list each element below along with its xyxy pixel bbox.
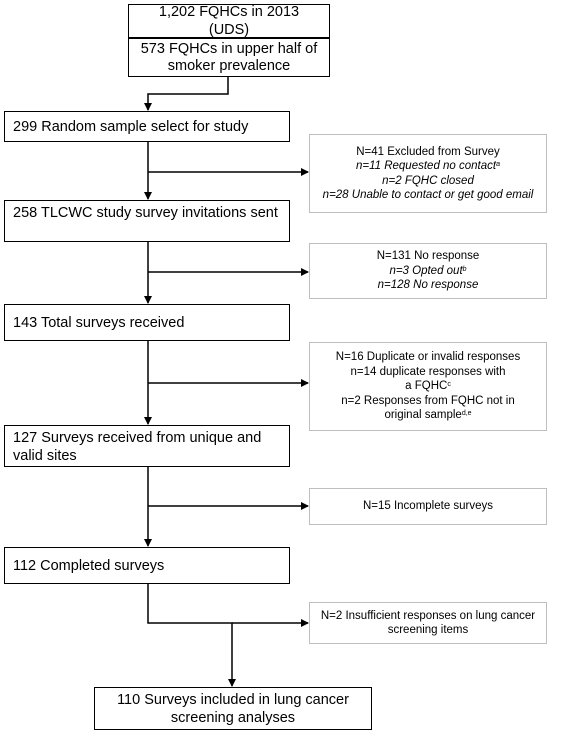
exclusion-16-line-1: n=14 duplicate responses with a FQHCc — [350, 365, 506, 393]
box-1202-fqhcs: 1,202 FQHCs in 2013 (UDS) — [128, 4, 330, 38]
exclusion-16-line-2: n=2 Responses from FQHC not in original … — [341, 394, 515, 422]
exclusion-box-2: N=2 Insufficient responses on lung cance… — [309, 602, 547, 644]
exclusion-2-head: N=2 Insufficient responses on lung cance… — [320, 609, 536, 637]
box-127-unique-valid: 127 Surveys received from unique and val… — [4, 425, 290, 467]
box-258-invitations-text: 258 TLCWC study survey invitations sent — [13, 205, 278, 221]
box-110-included: 110 Surveys included in lung cancer scre… — [94, 687, 372, 730]
box-127-unique-valid-text: 127 Surveys received from unique and val… — [13, 430, 262, 464]
exclusion-16-head: N=16 Duplicate or invalid responses — [335, 351, 521, 364]
exclusion-15-head: N=15 Incomplete surveys — [362, 500, 494, 513]
exclusion-box-41: N=41 Excluded from Survey n=11 Requested… — [309, 134, 547, 213]
arrow-b2-b3 — [144, 76, 229, 111]
exclusion-131-head: N=131 No response — [376, 250, 480, 263]
box-573-fqhcs-text: 573 FQHCs in upper half of smoker preval… — [140, 41, 318, 74]
exclusion-41-line-3: n=28 Unable to contact or get good email — [322, 189, 534, 201]
arrow-b7-b8-down — [147, 583, 236, 687]
box-573-fqhcs: 573 FQHCs in upper half of smoker preval… — [128, 38, 330, 77]
exclusion-box-131: N=131 No response n=3 Opted outb n=128 N… — [309, 243, 547, 299]
box-110-included-text: 110 Surveys included in lung cancer scre… — [117, 691, 349, 726]
exclusion-box-16: N=16 Duplicate or invalid responses n=14… — [309, 342, 547, 431]
box-299-random-sample: 299 Random sample select for study — [4, 111, 290, 142]
box-112-completed-text: 112 Completed surveys — [13, 557, 165, 574]
exclusion-box-15: N=15 Incomplete surveys — [309, 488, 547, 525]
box-1202-fqhcs-text: 1,202 FQHCs in 2013 (UDS) — [158, 4, 300, 38]
exclusion-131-line-2: n=128 No response — [377, 279, 479, 292]
exclusion-41-line-2: n=2 FQHC closed — [382, 174, 474, 187]
box-258-invitations: 258 TLCWC study survey invitations sent — [4, 200, 290, 242]
box-299-random-sample-text: 299 Random sample select for study — [13, 118, 249, 135]
box-143-surveys-received-text: 143 Total surveys received — [13, 314, 185, 331]
exclusion-131-line-1: n=3 Opted outb — [389, 264, 467, 277]
box-112-completed: 112 Completed surveys — [4, 547, 290, 584]
exclusion-41-head: N=41 Excluded from Survey — [356, 145, 500, 158]
box-143-surveys-received: 143 Total surveys received — [4, 304, 290, 341]
exclusion-41-line-1: n=11 Requested no contacta — [355, 160, 501, 172]
